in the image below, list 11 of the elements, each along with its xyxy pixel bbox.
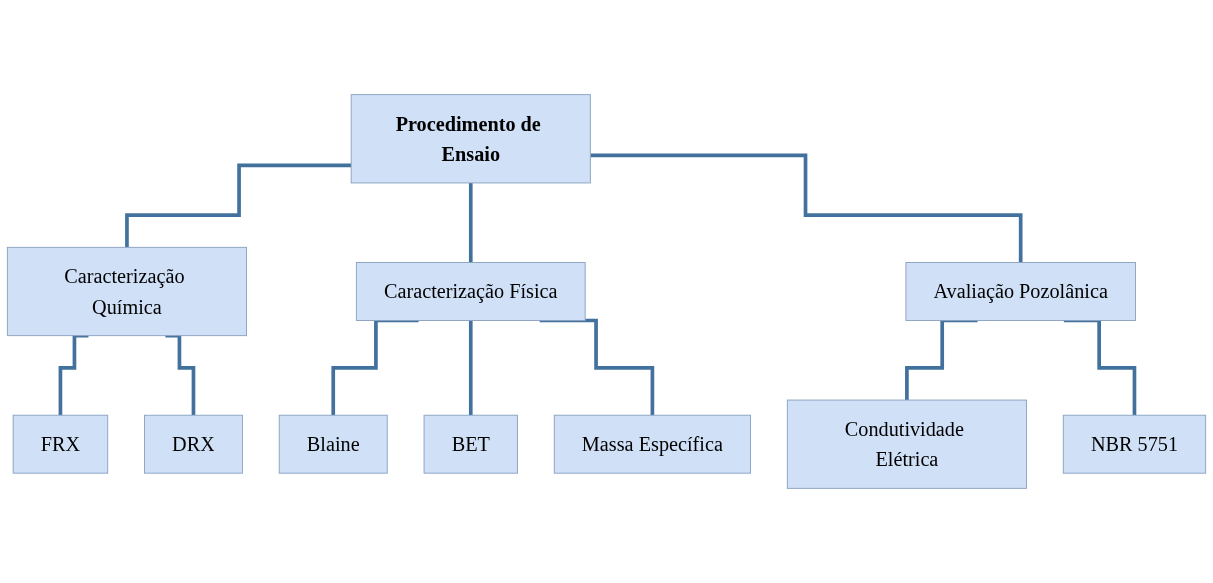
node-box: BET — [423, 414, 518, 474]
node-box: Avaliação Pozolânica — [905, 262, 1136, 321]
node-box: Procedimento de Ensaio — [350, 94, 591, 184]
node-box: NBR 5751 — [1062, 414, 1207, 474]
node-box: DRX — [144, 414, 243, 474]
node-box: FRX — [12, 414, 109, 474]
node-box: Condutividade Elétrica — [786, 399, 1027, 489]
node-box: Blaine — [278, 414, 388, 474]
node-box: Caracterização Física — [355, 262, 586, 321]
node-box: Massa Específica — [553, 414, 751, 474]
node-box: Caracterização Química — [6, 246, 247, 337]
